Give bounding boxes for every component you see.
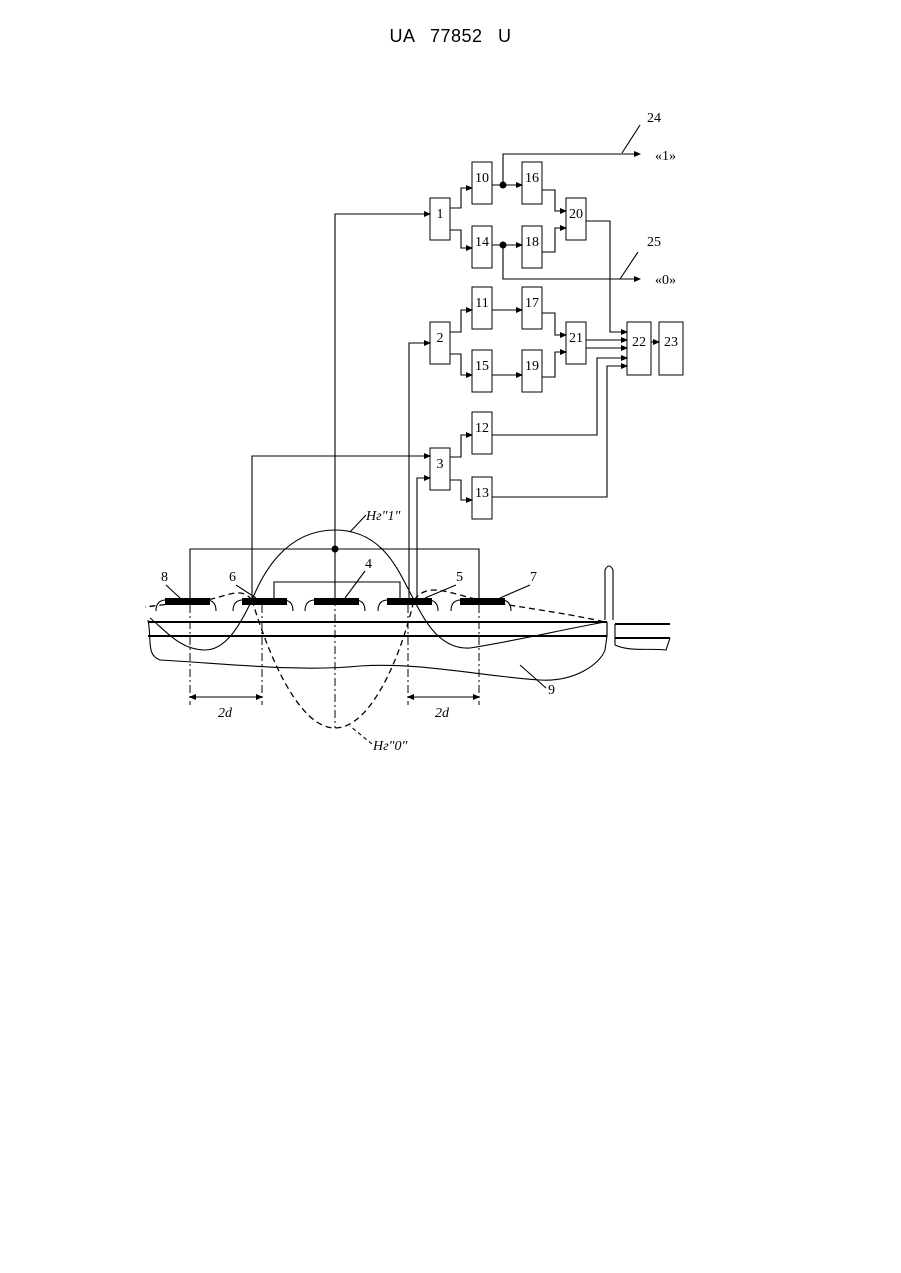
- block-20: 20: [566, 198, 586, 240]
- block-12: 12: [472, 412, 492, 454]
- sensor-wiring: [190, 214, 479, 600]
- svg-text:1: 1: [437, 207, 444, 222]
- svg-text:23: 23: [664, 335, 678, 350]
- output-label-25: 25: [647, 235, 661, 250]
- sensor-label-4: 4: [365, 557, 372, 572]
- sensor-label-5: 5: [456, 570, 463, 585]
- block-19: 19: [522, 350, 542, 392]
- block-21: 21: [566, 322, 586, 364]
- svg-text:11: 11: [475, 296, 488, 311]
- distance-markers: [190, 470, 479, 728]
- block-17: 17: [522, 287, 542, 329]
- block-10: 10: [472, 162, 492, 204]
- output-label-0: «0»: [655, 273, 676, 288]
- junction-dot: [500, 182, 507, 189]
- sensor-6: [233, 598, 293, 611]
- curve-label-h1: Hг"1": [365, 509, 400, 524]
- svg-text:19: 19: [525, 359, 539, 374]
- svg-text:16: 16: [525, 171, 539, 186]
- svg-text:13: 13: [475, 486, 489, 501]
- sensor-label-6: 6: [229, 570, 236, 585]
- svg-text:12: 12: [475, 421, 489, 436]
- block-18: 18: [522, 226, 542, 268]
- svg-text:3: 3: [437, 457, 444, 472]
- svg-text:2: 2: [437, 331, 444, 346]
- sensor-label-7: 7: [530, 570, 537, 585]
- curve-label-h0: Hг"0": [372, 739, 407, 754]
- junction-dot: [500, 242, 507, 249]
- block-15: 15: [472, 350, 492, 392]
- block-1: 1: [430, 198, 450, 240]
- output-label-1: «1»: [655, 149, 676, 164]
- block-23: 23: [659, 322, 683, 375]
- block-11: 11: [472, 287, 492, 329]
- sensor-label-8: 8: [161, 570, 168, 585]
- svg-text:15: 15: [475, 359, 489, 374]
- field-curve-h1: [150, 530, 605, 650]
- svg-text:18: 18: [525, 235, 539, 250]
- block-2: 2: [430, 322, 450, 364]
- block-16: 16: [522, 162, 542, 204]
- block-14: 14: [472, 226, 492, 268]
- block-22: 22: [627, 322, 651, 375]
- output-label-24: 24: [647, 111, 661, 126]
- svg-text:20: 20: [569, 207, 583, 222]
- block-3: 3: [430, 448, 450, 490]
- svg-text:14: 14: [475, 235, 489, 250]
- part-label-9: 9: [548, 683, 555, 698]
- dimension-label-right: 2d: [435, 706, 450, 721]
- svg-text:22: 22: [632, 335, 646, 350]
- dimension-label-left: 2d: [218, 706, 233, 721]
- svg-text:17: 17: [525, 296, 539, 311]
- svg-text:21: 21: [569, 331, 583, 346]
- svg-text:10: 10: [475, 171, 489, 186]
- block-13: 13: [472, 477, 492, 519]
- field-curve-h0: [145, 590, 605, 728]
